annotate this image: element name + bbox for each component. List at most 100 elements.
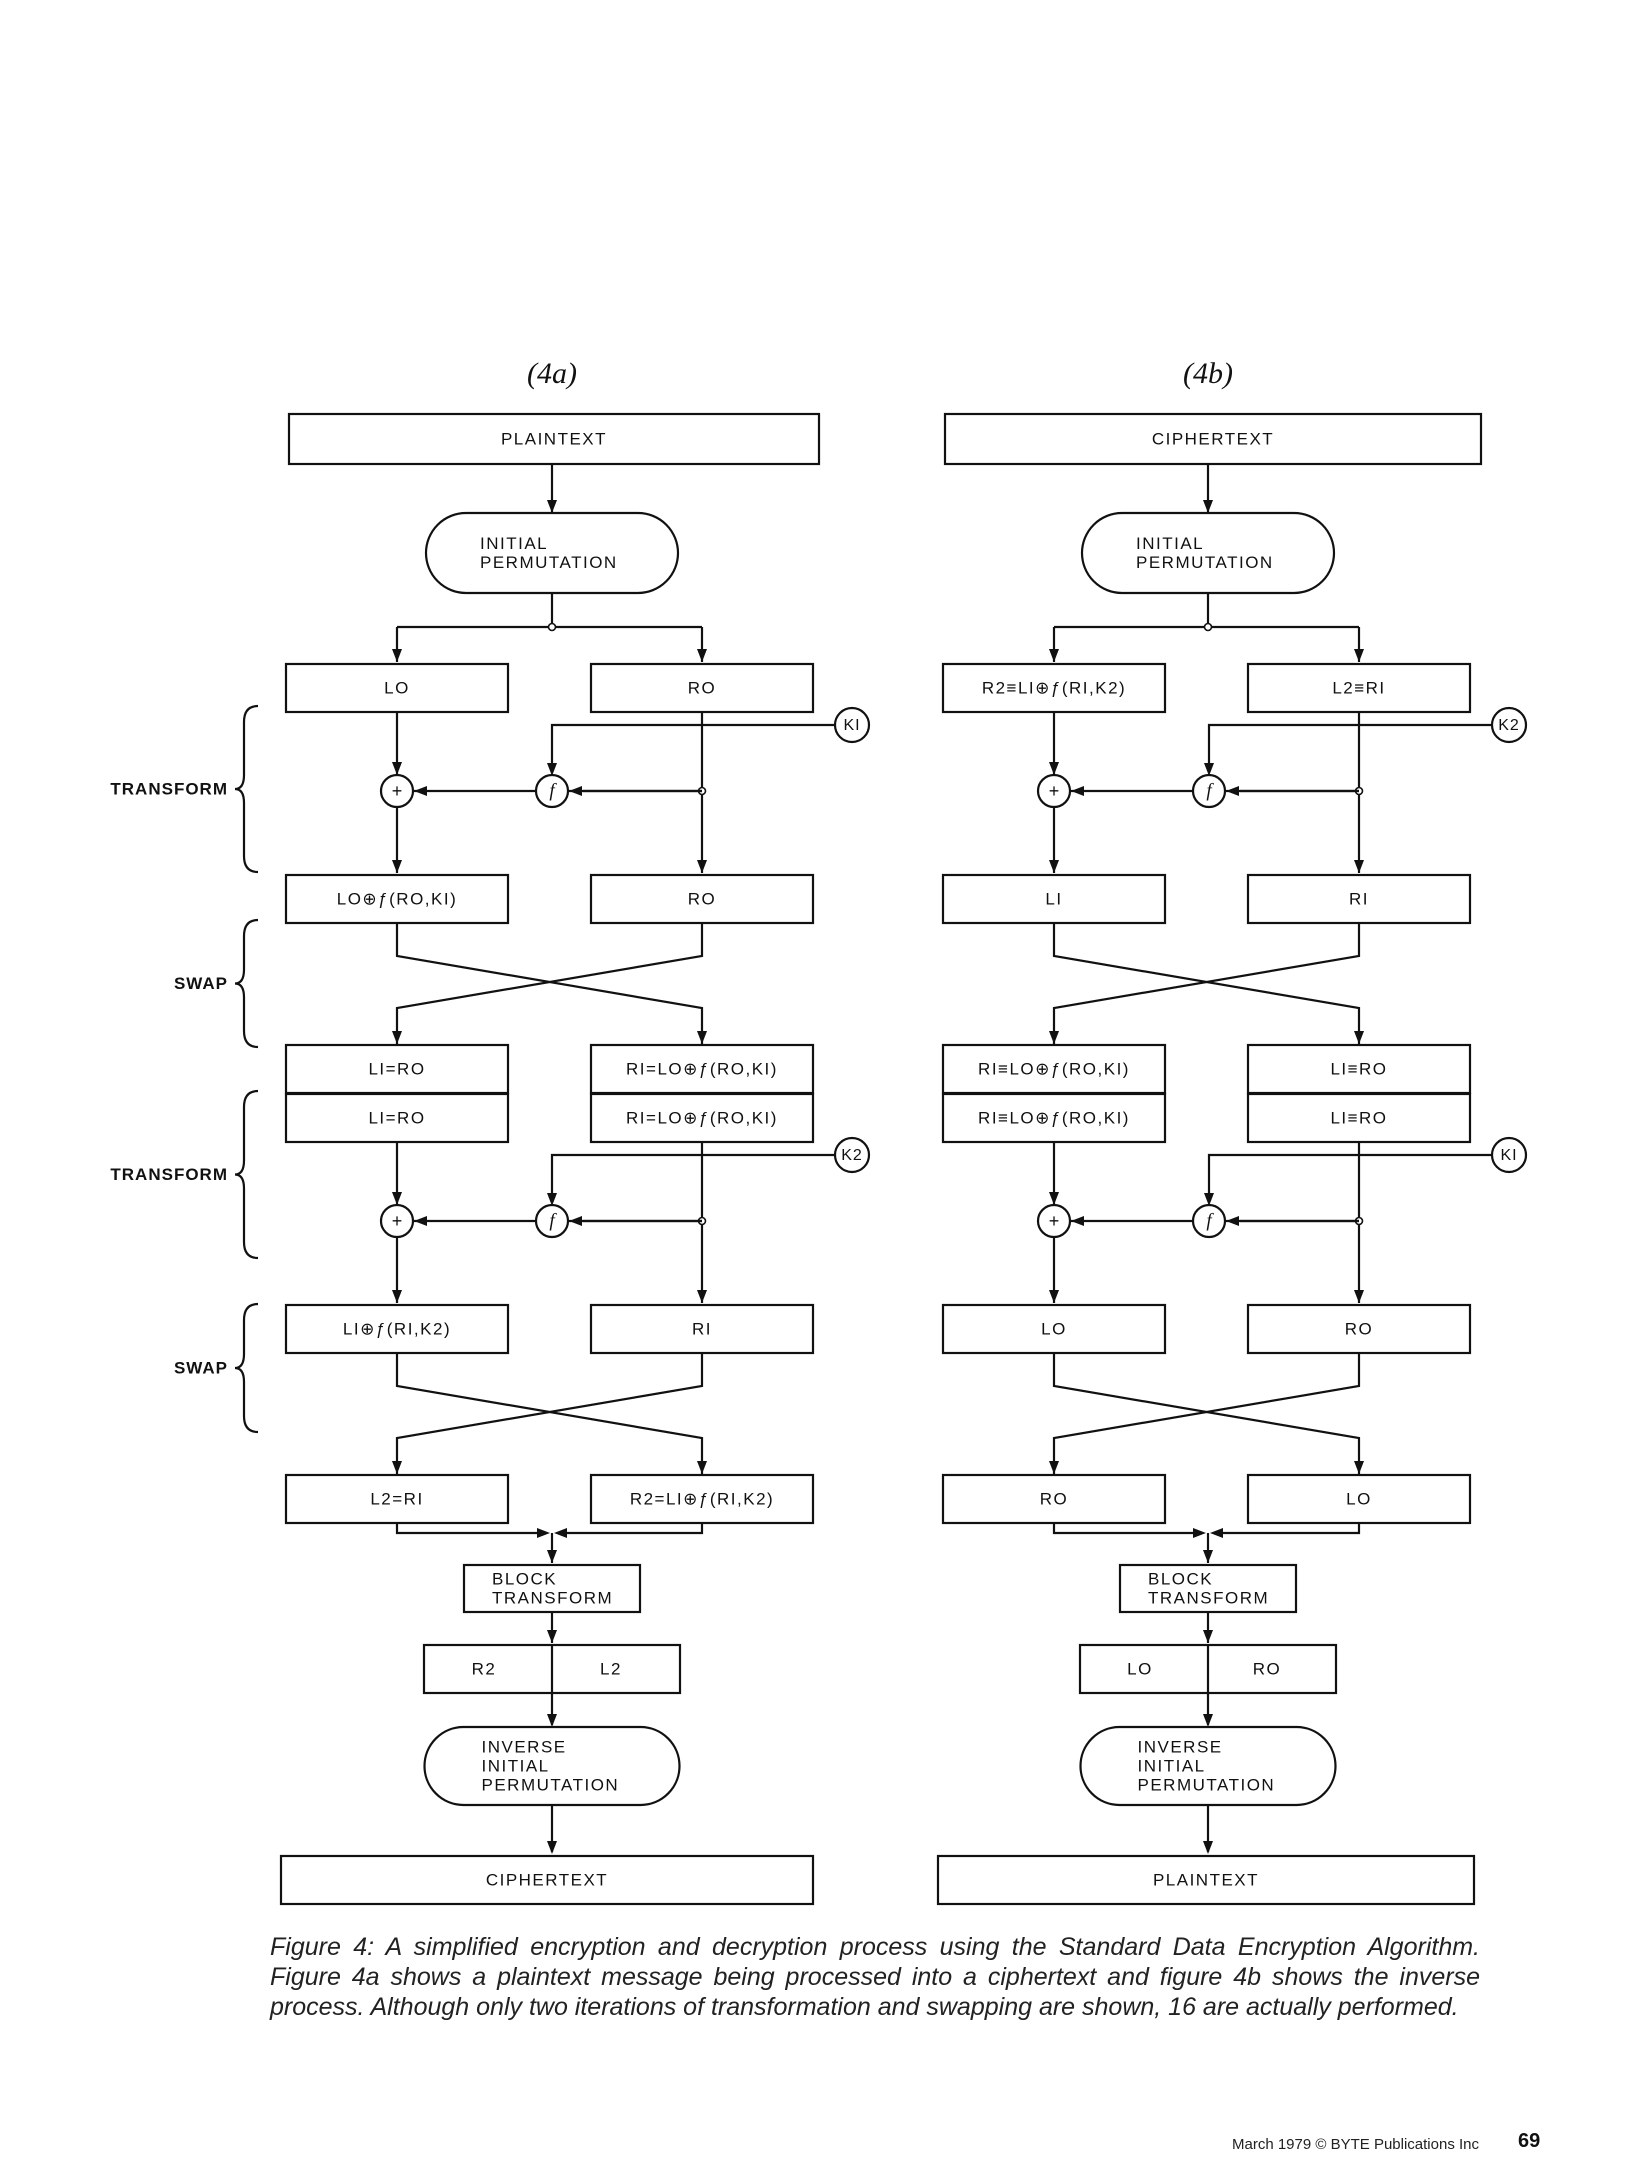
arrow-down (547, 1714, 557, 1727)
block-transform-line: TRANSFORM (1148, 1588, 1269, 1607)
right-half-box-label: RO (688, 678, 717, 697)
left-result-box: LI⊕ƒ(RI,K2) (284, 1303, 510, 1355)
arrow-down (1049, 1031, 1059, 1044)
left-half-box: R2≡LI⊕ƒ(RI,K2) (941, 662, 1167, 714)
left-result-box-label: LI (1045, 889, 1062, 908)
right-swap-box-frame (1246, 1473, 1472, 1525)
function-circle: f (1191, 773, 1227, 809)
inverse-initial-permutation-line: INVERSE (1138, 1737, 1223, 1756)
arrow-down (1049, 1290, 1059, 1303)
arrow-down (392, 762, 402, 775)
side-label-transform-2: TRANSFORM (110, 1089, 259, 1260)
arrow-down (392, 1031, 402, 1044)
left-result-box-label: LI⊕ƒ(RI,K2) (343, 1319, 451, 1338)
right-result-box: RO (589, 873, 815, 925)
key-circle-symbol: K2 (841, 1147, 863, 1164)
arrow-down (1204, 1193, 1214, 1206)
right-result-box: RI (1246, 873, 1472, 925)
arrow-down (547, 1550, 557, 1563)
key-circle-symbol: KI (1500, 1147, 1517, 1164)
function-circle-symbol: f (1206, 780, 1214, 801)
inverse-initial-permutation-line: PERMUTATION (1138, 1775, 1276, 1794)
bottom-box: PLAINTEXT (936, 1854, 1476, 1906)
block-transform-line: BLOCK (1148, 1569, 1213, 1588)
page-number: 69 (1518, 2130, 1541, 2152)
arrow-left (1226, 1216, 1239, 1226)
arrow-down (1203, 500, 1213, 513)
panel-b: (4b)CIPHERTEXTINITIALPERMUTATIONR2≡LI⊕ƒ(… (936, 357, 1528, 1906)
left-swap-box: LI=RO (284, 1043, 510, 1095)
arrow-down (547, 500, 557, 513)
arrow-left (569, 786, 582, 796)
arrow-left (1226, 786, 1239, 796)
right-result-box-frame (1246, 873, 1472, 925)
initial-permutation-line: PERMUTATION (480, 553, 618, 572)
arrow-down (1203, 1550, 1213, 1563)
left-half-box-label: LI=RO (368, 1108, 425, 1127)
left-swap-box-frame (941, 1473, 1167, 1525)
connector (1052, 1523, 1196, 1535)
arrow-down (1354, 1031, 1364, 1044)
right-swap-box: LO (1246, 1473, 1472, 1525)
arrow-right (1193, 1528, 1206, 1538)
key-circle: KI (1490, 1136, 1528, 1174)
arrow-down (547, 1630, 557, 1643)
arrow-left (569, 1216, 582, 1226)
arrow-down (1203, 1630, 1213, 1643)
right-swap-box: RI=LO⊕ƒ(RO,KI) (589, 1043, 815, 1095)
xor-circle: + (379, 1203, 415, 1239)
arrow-down (1354, 649, 1364, 662)
right-swap-box-label: LO (1346, 1489, 1372, 1508)
left-result-box-frame (941, 1303, 1167, 1355)
connector (395, 1523, 540, 1535)
connector (564, 1523, 704, 1535)
panel-header: (4b) (1183, 357, 1233, 390)
xor-circle: + (1036, 773, 1072, 809)
key-circle-symbol: KI (843, 717, 860, 734)
arrow-left (414, 786, 427, 796)
left-swap-box-label: LI=RO (368, 1059, 425, 1078)
junction-dot (547, 622, 557, 632)
halves-left-label: LO (1127, 1659, 1153, 1678)
arrow-down (392, 860, 402, 873)
arrow-left (414, 1216, 427, 1226)
arrow-down (547, 763, 557, 776)
right-half-box-label: RI=LO⊕ƒ(RO,KI) (626, 1108, 778, 1127)
left-result-box-label: LO (1041, 1319, 1067, 1338)
key-circle: KI (833, 706, 871, 744)
side-label-transform-1-brace (234, 704, 259, 874)
key-circle: K2 (1490, 706, 1528, 744)
top-box-frame (943, 412, 1483, 466)
right-half-box: L2≡RI (1246, 662, 1472, 714)
halves-right-label: L2 (600, 1659, 622, 1678)
function-circle: f (534, 773, 570, 809)
top-box: PLAINTEXT (287, 412, 821, 466)
side-label-transform-2-label: TRANSFORM (110, 1165, 228, 1184)
halves-right-label: RO (1253, 1659, 1282, 1678)
arrow-down (697, 1461, 707, 1474)
initial-permutation-line: INITIAL (1136, 534, 1204, 553)
initial-permutation-line: INITIAL (480, 534, 548, 553)
left-swap-box-label: RO (1040, 1489, 1069, 1508)
figure-caption: Figure 4: A simplified encryption and de… (270, 1933, 1480, 2021)
right-half-box-frame (1246, 1092, 1472, 1144)
xor-circle: + (1036, 1203, 1072, 1239)
right-half-box: RI=LO⊕ƒ(RO,KI) (589, 1092, 815, 1144)
arrow-down (697, 649, 707, 662)
halves-left-label: R2 (472, 1659, 497, 1678)
arrow-down (392, 649, 402, 662)
xor-circle-symbol: + (1049, 781, 1060, 801)
swap-line (1052, 923, 1361, 1044)
left-swap-box-frame (941, 1043, 1167, 1095)
arrow-down (392, 1192, 402, 1205)
side-label-transform-1-label: TRANSFORM (110, 779, 228, 798)
swap-line (395, 923, 704, 1044)
xor-circle-symbol: + (1049, 1211, 1060, 1231)
inverse-initial-permutation-line: INITIAL (1138, 1756, 1206, 1775)
bottom-box-label: PLAINTEXT (1153, 1870, 1259, 1889)
connector (1220, 1523, 1361, 1535)
key-line (1207, 723, 1492, 763)
right-result-box-label: RI (1349, 889, 1369, 908)
